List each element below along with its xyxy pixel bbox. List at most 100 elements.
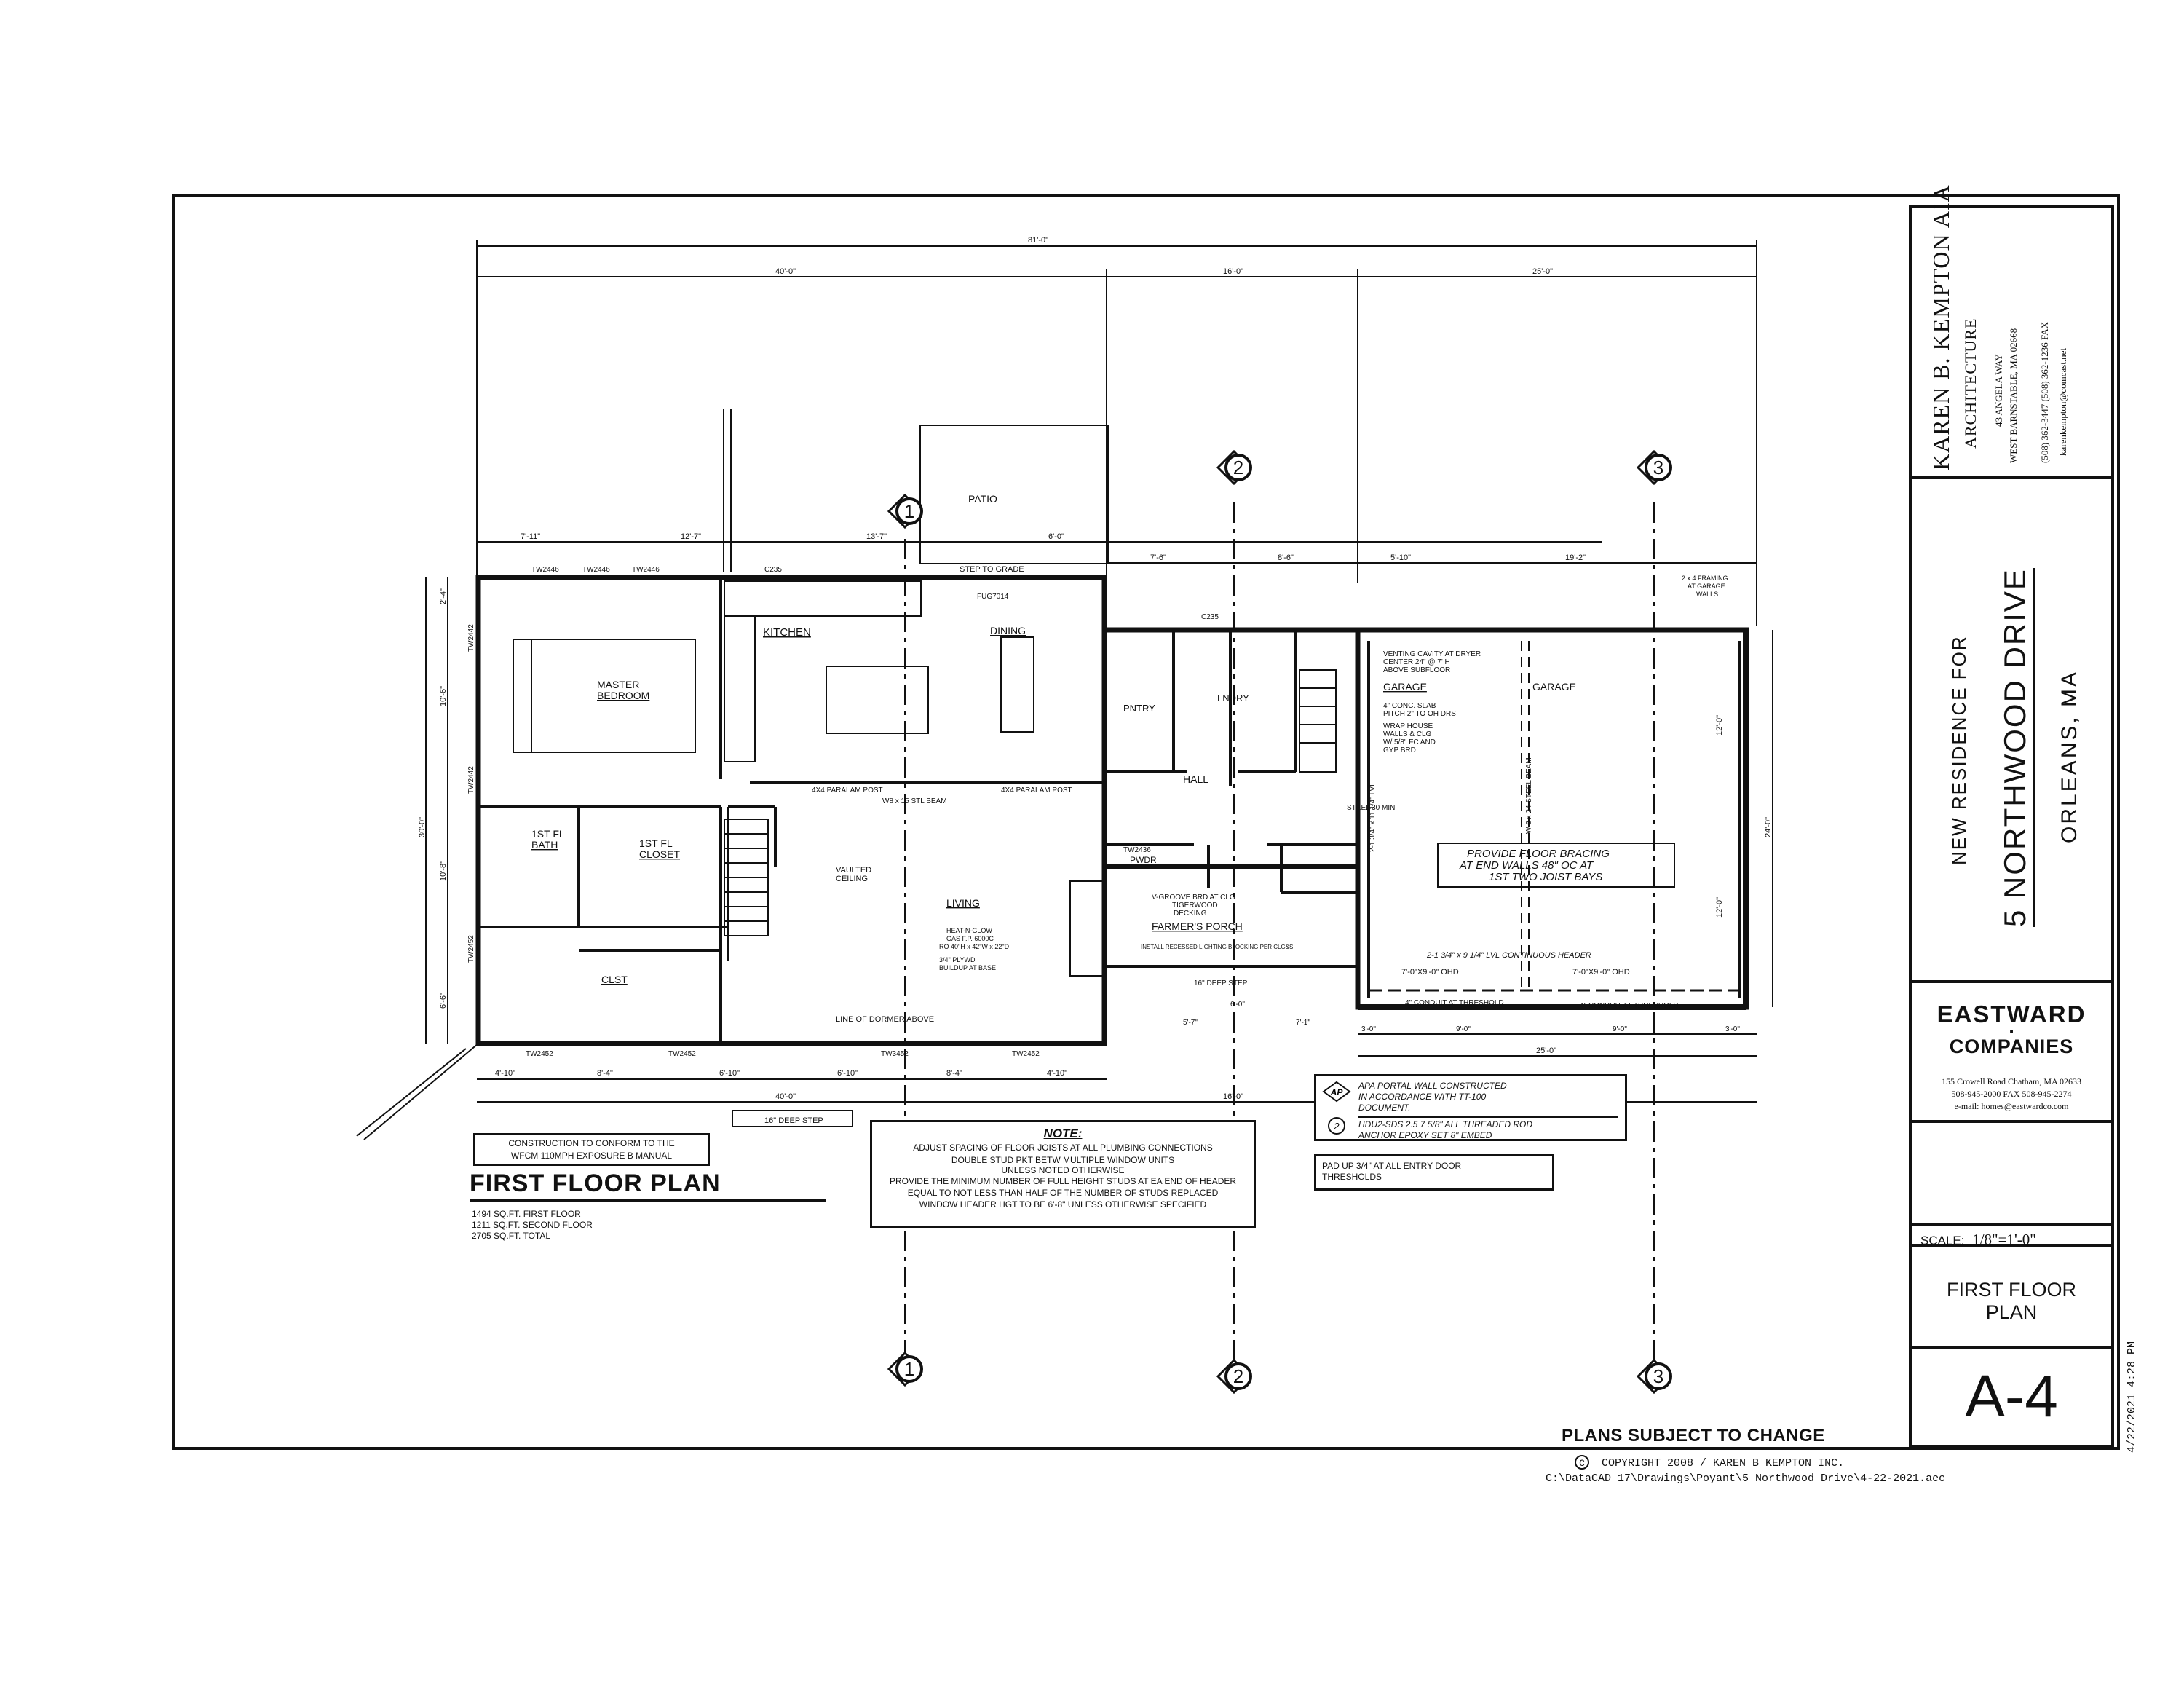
main-house-walls	[475, 575, 1107, 1046]
porch-ceiling-note: DECKING	[1174, 910, 1207, 918]
ap-tag-label: AP	[1330, 1087, 1344, 1097]
architect-block: KAREN B. KEMPTON AIA ARCHITECTURE 43 ANG…	[1909, 184, 2114, 482]
project-location: ORLEANS, MA	[2057, 669, 2081, 843]
dim-top: 19'-2"	[1565, 553, 1586, 562]
room-label-bath: 1ST FL	[531, 828, 565, 840]
dim-top: 8'-6"	[1278, 553, 1294, 562]
fireplace-note: GAS F.P. 6000C	[946, 935, 994, 942]
window-tag: TW2452	[526, 1050, 553, 1058]
steel-beam-label: W8 x 15 STL BEAM	[882, 797, 947, 805]
farmers-porch-outline	[1106, 866, 1358, 967]
dim-bottom: 6'-10"	[719, 1069, 740, 1078]
garage-framing-note: 2 x 4 FRAMING	[1682, 575, 1728, 582]
window-tag: C235	[764, 566, 782, 574]
room-label-closet: 1ST FL	[639, 837, 673, 849]
floor-bracing-note: AT END WALLS 48" OC AT	[1459, 859, 1594, 872]
area-first-floor: 1494 SQ.FT. FIRST FLOOR	[472, 1209, 581, 1219]
room-label-hall: HALL	[1183, 773, 1208, 785]
copyright-icon: C	[1575, 1455, 1589, 1470]
grid-bubble-label: 2	[1233, 1365, 1243, 1387]
deep-step-label: 16" DEEP STEP	[1194, 979, 1248, 987]
window-tag: TW2452	[467, 935, 475, 963]
wrap-note: WRAP HOUSE	[1383, 722, 1433, 730]
dim-top: 16'-0"	[1223, 267, 1243, 276]
dim-bottom: 25'-0"	[1536, 1046, 1556, 1055]
sheet-border	[172, 194, 2120, 1450]
dim-overall: 81'-0"	[1028, 236, 1048, 245]
step-to-grade-label: STEP TO GRADE	[960, 565, 1024, 574]
window-tag: TW2436	[1123, 846, 1151, 854]
legend-ap-line: IN ACCORDANCE WITH TT-100	[1358, 1092, 1487, 1102]
window-tag: C235	[1201, 613, 1219, 621]
room-label-garage-2: GARAGE	[1532, 681, 1576, 693]
conform-note-line-2: WFCM 110MPH EXPOSURE B MANUAL	[510, 1151, 673, 1161]
room-label-living: LIVING	[946, 897, 980, 909]
conduit-note: 4" CONDUIT AT THRESHOLD	[1580, 1002, 1679, 1010]
dim-left: 2'-4"	[439, 588, 448, 604]
room-label-patio: PATIO	[968, 493, 997, 505]
room-label-master-bedroom: MASTER	[597, 679, 639, 690]
grid-bubble-label: 1	[904, 500, 914, 522]
sheet-number-block: A-4	[1909, 1346, 2114, 1448]
area-summary: 1494 SQ.FT. FIRST FLOOR 1211 SQ.FT. SECO…	[472, 1209, 593, 1242]
file-path: C:\DataCAD 17\Drawings\Poyant\5 Northwoo…	[1546, 1472, 1946, 1485]
window-tag: TW2442	[467, 766, 475, 794]
room-label-master-bedroom: BEDROOM	[597, 690, 649, 701]
dim-bottom: 4'-10"	[1047, 1069, 1067, 1078]
deep-step-box	[732, 1110, 853, 1127]
room-label-powder: PWDR	[1130, 855, 1157, 865]
paralam-post-label: 4X4 PARALAM POST	[812, 786, 883, 794]
builder-phone: 508-945-2000 FAX 508-945-2274	[1951, 1089, 2072, 1099]
general-note-line: WINDOW HEADER HGT TO BE 6'-8" UNLESS OTH…	[919, 1199, 1207, 1210]
dim-bottom: 6'-10"	[837, 1069, 858, 1078]
grid-bubble-2: 2	[1216, 1358, 1252, 1395]
window-tag: TW3452	[881, 1050, 909, 1058]
legend-ap-line: DOCUMENT.	[1358, 1103, 1411, 1113]
grid-bubble-label: 2	[1233, 457, 1243, 478]
conduit-note: 4" CONDUIT AT THRESHOLD	[1405, 999, 1504, 1007]
dim-right-overall: 24'-0"	[1764, 817, 1773, 837]
general-note-line: UNLESS NOTED OTHERWISE	[1001, 1165, 1125, 1175]
legend-anchor-line: ANCHOR EPOXY SET 8" EMBED	[1358, 1130, 1492, 1140]
window-tag: TW2442	[467, 624, 475, 652]
dim-top: 5'-10"	[1390, 553, 1411, 562]
project-block: NEW RESIDENCE FOR 5 NORTHWOOD DRIVE ORLE…	[1909, 476, 2114, 986]
builder-email: e-mail: homes@eastwardco.com	[1954, 1101, 2069, 1111]
dim-right: 12'-0"	[1715, 715, 1724, 735]
architect-phone: (508) 362-3447 (508) 362-1236 FAX	[2039, 321, 2050, 463]
dim-porch: 5'-7"	[1183, 1019, 1198, 1027]
architect-subtitle: ARCHITECTURE	[1961, 318, 1979, 449]
garage-vent-note: CENTER 24" @ 7' H	[1383, 658, 1450, 666]
general-notes-box: NOTE: ADJUST SPACING OF FLOOR JOISTS AT …	[870, 1120, 1256, 1228]
dim-garage: 9'-0"	[1613, 1025, 1627, 1033]
builder-address: 155 Crowell Road Chatham, MA 02633	[1942, 1076, 2081, 1086]
dim-bottom: 4'-10"	[495, 1069, 515, 1078]
builder-block: EASTWARD ■ COMPANIES 155 Crowell Road Ch…	[1909, 980, 2114, 1126]
builder-dot: ■	[2009, 1028, 2014, 1035]
dim-bottom: 8'-4"	[597, 1069, 613, 1078]
pad-up-line: PAD UP 3/4" AT ALL ENTRY DOOR	[1322, 1161, 1462, 1171]
general-notes-title: NOTE:	[1043, 1127, 1083, 1140]
overhead-door-label: 7'-0"X9'-0" OHD	[1572, 968, 1630, 977]
garage-framing-note: WALLS	[1696, 591, 1718, 598]
blank-revision-block	[1909, 1120, 2114, 1229]
dim-bottom: 40'-0"	[775, 1092, 796, 1101]
dim-left: 10'-6"	[439, 686, 448, 706]
wrap-note: GYP BRD	[1383, 746, 1416, 754]
legend-box: AP APA PORTAL WALL CONSTRUCTED IN ACCORD…	[1314, 1074, 1627, 1141]
dim-bottom: 16'-0"	[1223, 1092, 1243, 1101]
patio-outline	[919, 425, 1109, 564]
general-note-line: DOUBLE STUD PKT BETW MULTIPLE WINDOW UNI…	[951, 1155, 1175, 1165]
window-tag: TW2452	[1012, 1050, 1040, 1058]
copyright-text: COPYRIGHT 2008 / KAREN B KEMPTON INC.	[1602, 1457, 1845, 1470]
architect-address-1: 43 ANGELA WAY	[1993, 354, 2004, 427]
grid-bubble-3: 3	[1636, 1358, 1672, 1395]
ap-tag-icon: AP	[1322, 1081, 1351, 1103]
slab-note: 4" CONC. SLAB	[1383, 702, 1436, 710]
grid-bubble-2: 2	[1216, 449, 1252, 486]
room-label-bath: BATH	[531, 839, 558, 851]
dim-top: 40'-0"	[775, 267, 796, 276]
master-bed	[513, 639, 696, 753]
dim-top: 12'-7"	[681, 532, 701, 541]
